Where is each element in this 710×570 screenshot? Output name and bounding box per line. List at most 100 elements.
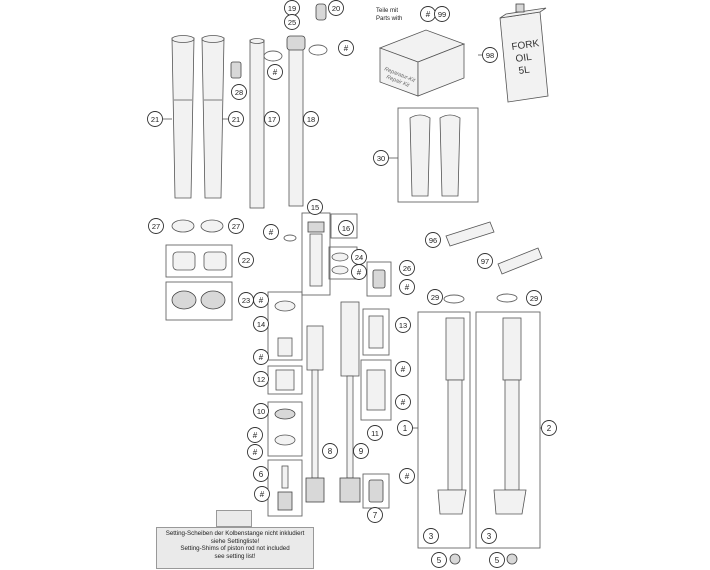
svg-text:19: 19 xyxy=(288,4,296,13)
callout-17-3: 17 xyxy=(264,111,280,127)
ref-hash-38: # xyxy=(399,468,415,484)
callout-11-37: 11 xyxy=(367,425,383,441)
svg-text:17: 17 xyxy=(268,115,276,124)
repair-kit-box: Reparatur-Kit Repair Kit xyxy=(378,29,466,97)
callout-23-15: 23 xyxy=(238,292,254,308)
svg-text:24: 24 xyxy=(355,253,363,262)
callout-13-34: 13 xyxy=(395,317,411,333)
callout-28-2: 28 xyxy=(231,84,247,100)
note-de-line1: Setting-Scheiben der Kolbenstange nicht … xyxy=(165,530,305,537)
callout-29-43: 29 xyxy=(526,290,542,306)
callout-21-0: 21 xyxy=(147,111,163,127)
svg-text:11: 11 xyxy=(371,429,379,438)
callout-7-39: 7 xyxy=(367,507,383,523)
part-11 xyxy=(360,359,392,421)
callout-15-16: 15 xyxy=(307,199,323,215)
svg-text:#: # xyxy=(344,44,349,53)
kit-16 xyxy=(330,213,358,239)
svg-text:27: 27 xyxy=(152,222,160,231)
callout-1-40: 1 xyxy=(397,420,413,436)
svg-text:#: # xyxy=(260,490,265,499)
svg-text:12: 12 xyxy=(257,375,265,384)
part-14 xyxy=(267,291,303,361)
fork-leg-1 xyxy=(417,311,471,549)
svg-text:2: 2 xyxy=(547,424,552,433)
setting-note-tag xyxy=(216,510,252,527)
can-label-1: FORK xyxy=(511,38,540,53)
part-10 xyxy=(267,401,303,457)
callout-3-44: 3 xyxy=(423,528,439,544)
svg-text:21: 21 xyxy=(151,115,159,124)
parts-with-line1: Teile mit xyxy=(376,8,399,14)
svg-text:#: # xyxy=(357,268,362,277)
svg-text:29: 29 xyxy=(530,294,538,303)
svg-text:10: 10 xyxy=(257,407,265,416)
caps-27 xyxy=(171,219,224,233)
svg-text:98: 98 xyxy=(486,51,494,60)
part-13 xyxy=(362,308,390,356)
callout-24-19: 24 xyxy=(351,249,367,265)
svg-text:20: 20 xyxy=(332,4,340,13)
svg-text:25: 25 xyxy=(288,18,296,27)
svg-text:23: 23 xyxy=(242,296,250,305)
svg-text:3: 3 xyxy=(429,532,434,541)
can-label-2: OIL xyxy=(515,52,533,65)
seals-23 xyxy=(165,281,233,321)
fork-oil-can: FORK OIL 5L xyxy=(499,3,549,103)
callout-5-46: 5 xyxy=(431,552,447,568)
note-de-line2: siehe Settingliste! xyxy=(210,537,260,545)
callout-98-11: 98 xyxy=(482,47,498,63)
callout-96-48: 96 xyxy=(425,232,441,248)
svg-text:#: # xyxy=(401,398,406,407)
part-7 xyxy=(362,473,390,509)
svg-text:7: 7 xyxy=(373,511,378,520)
ref-hash-20: # xyxy=(351,264,367,280)
callout-14-24: 14 xyxy=(253,316,269,332)
header-99-marker: 99 xyxy=(434,6,450,22)
svg-text:#: # xyxy=(401,365,406,374)
svg-text:#: # xyxy=(253,448,258,457)
ref-hash-22: # xyxy=(399,279,415,295)
part-6 xyxy=(267,459,303,517)
callout-30-10: 30 xyxy=(373,150,389,166)
fork-leg-2 xyxy=(475,311,541,549)
piston-rod-8 xyxy=(305,325,325,503)
svg-text:5: 5 xyxy=(495,556,500,565)
svg-text:#: # xyxy=(253,431,258,440)
svg-text:1: 1 xyxy=(403,424,408,433)
callout-8-32: 8 xyxy=(322,443,338,459)
svg-text:#: # xyxy=(405,283,410,292)
note-en-line2: see setting list! xyxy=(214,552,256,560)
parts-with-line2: Parts with xyxy=(376,16,403,22)
svg-text:26: 26 xyxy=(403,264,411,273)
oring-29-left xyxy=(443,294,465,304)
fork-guards-30 xyxy=(397,107,479,203)
svg-text:#: # xyxy=(405,472,410,481)
callout-2-41: 2 xyxy=(541,420,557,436)
can-label-3: 5L xyxy=(518,64,531,77)
small-part-28 xyxy=(230,61,242,79)
callout-27-13: 27 xyxy=(228,218,244,234)
svg-text:6: 6 xyxy=(259,470,264,479)
svg-text:#: # xyxy=(259,353,264,362)
svg-text:96: 96 xyxy=(429,236,437,245)
inner-tube-18 xyxy=(286,35,328,207)
ref-hash-8: # xyxy=(338,40,354,56)
callout-5-47: 5 xyxy=(489,552,505,568)
ref-hash-31: # xyxy=(254,486,270,502)
ref-hash-25: # xyxy=(253,349,269,365)
svg-text:30: 30 xyxy=(377,154,385,163)
svg-text:13: 13 xyxy=(399,321,407,330)
svg-text:99: 99 xyxy=(438,10,446,19)
oring-29-right xyxy=(496,293,518,303)
part-12 xyxy=(267,365,303,395)
assembly-15 xyxy=(283,212,331,296)
ref-hash-29: # xyxy=(247,444,263,460)
callout-12-26: 12 xyxy=(253,371,269,387)
ref-hash-18: # xyxy=(263,224,279,240)
ref-hash-36: # xyxy=(395,394,411,410)
svg-text:3: 3 xyxy=(487,532,492,541)
callout-97-49: 97 xyxy=(477,253,493,269)
svg-text:29: 29 xyxy=(431,293,439,302)
fork-protector-right xyxy=(201,35,225,199)
